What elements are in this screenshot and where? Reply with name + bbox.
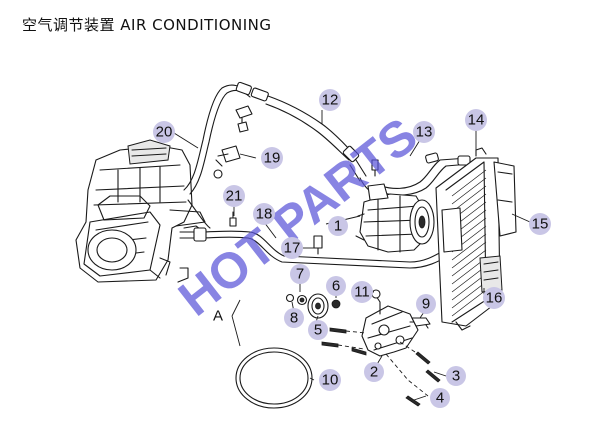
svg-text:20: 20 xyxy=(156,124,173,141)
callout-2: 2 xyxy=(364,362,384,382)
callout-18: 18 xyxy=(253,203,275,225)
drive-belt xyxy=(235,347,313,409)
svg-text:4: 4 xyxy=(436,390,444,407)
callout-20: 20 xyxy=(153,121,175,143)
callout-6: 6 xyxy=(326,276,346,296)
svg-text:17: 17 xyxy=(284,240,301,257)
svg-text:11: 11 xyxy=(354,284,370,301)
svg-text:13: 13 xyxy=(416,124,433,141)
idler-pulley xyxy=(285,293,341,319)
svg-text:6: 6 xyxy=(332,278,340,295)
callout-11: 11 xyxy=(351,281,373,303)
compressor xyxy=(355,183,435,253)
callout-12: 12 xyxy=(319,89,341,111)
svg-text:21: 21 xyxy=(226,188,243,205)
svg-text:3: 3 xyxy=(452,368,460,385)
callout-16: 16 xyxy=(483,287,505,309)
callout-9: 9 xyxy=(416,294,436,314)
callout-19: 19 xyxy=(261,147,283,169)
svg-text:8: 8 xyxy=(290,310,298,327)
callout-15: 15 xyxy=(529,213,551,235)
svg-text:7: 7 xyxy=(296,266,304,283)
condenser xyxy=(435,147,517,331)
bracket xyxy=(361,289,431,357)
svg-text:14: 14 xyxy=(468,112,485,129)
callout-4: 4 xyxy=(430,388,450,408)
hose-20 xyxy=(183,84,251,229)
hvac-unit xyxy=(75,139,206,283)
callout-14: 14 xyxy=(465,109,487,131)
detail-letter-a: A xyxy=(213,308,223,325)
svg-text:5: 5 xyxy=(314,322,322,339)
svg-text:2: 2 xyxy=(370,364,378,381)
callout-8: 8 xyxy=(284,308,304,328)
svg-text:10: 10 xyxy=(322,372,339,389)
callout-10: 10 xyxy=(319,369,341,391)
fittings xyxy=(213,105,379,255)
svg-text:12: 12 xyxy=(322,92,339,109)
detail-a-leader xyxy=(231,315,241,347)
hose-12 xyxy=(235,81,373,193)
svg-text:19: 19 xyxy=(264,150,281,167)
svg-text:9: 9 xyxy=(422,296,430,313)
callout-7: 7 xyxy=(290,264,310,284)
svg-text:18: 18 xyxy=(256,206,273,223)
svg-text:15: 15 xyxy=(532,216,549,233)
callout-3: 3 xyxy=(446,366,466,386)
bracket-bolts xyxy=(321,327,441,407)
callout-17: 17 xyxy=(281,237,303,259)
callout-1: 1 xyxy=(328,216,348,236)
detail-a-connector xyxy=(231,299,241,317)
callout-21: 21 xyxy=(223,185,245,207)
page-title: 空气调节装置 AIR CONDITIONING xyxy=(22,16,272,34)
pipe-18 xyxy=(177,227,457,283)
svg-text:1: 1 xyxy=(334,218,342,235)
callout-5: 5 xyxy=(308,320,328,340)
callout-13: 13 xyxy=(413,121,435,143)
svg-text:16: 16 xyxy=(486,290,503,307)
